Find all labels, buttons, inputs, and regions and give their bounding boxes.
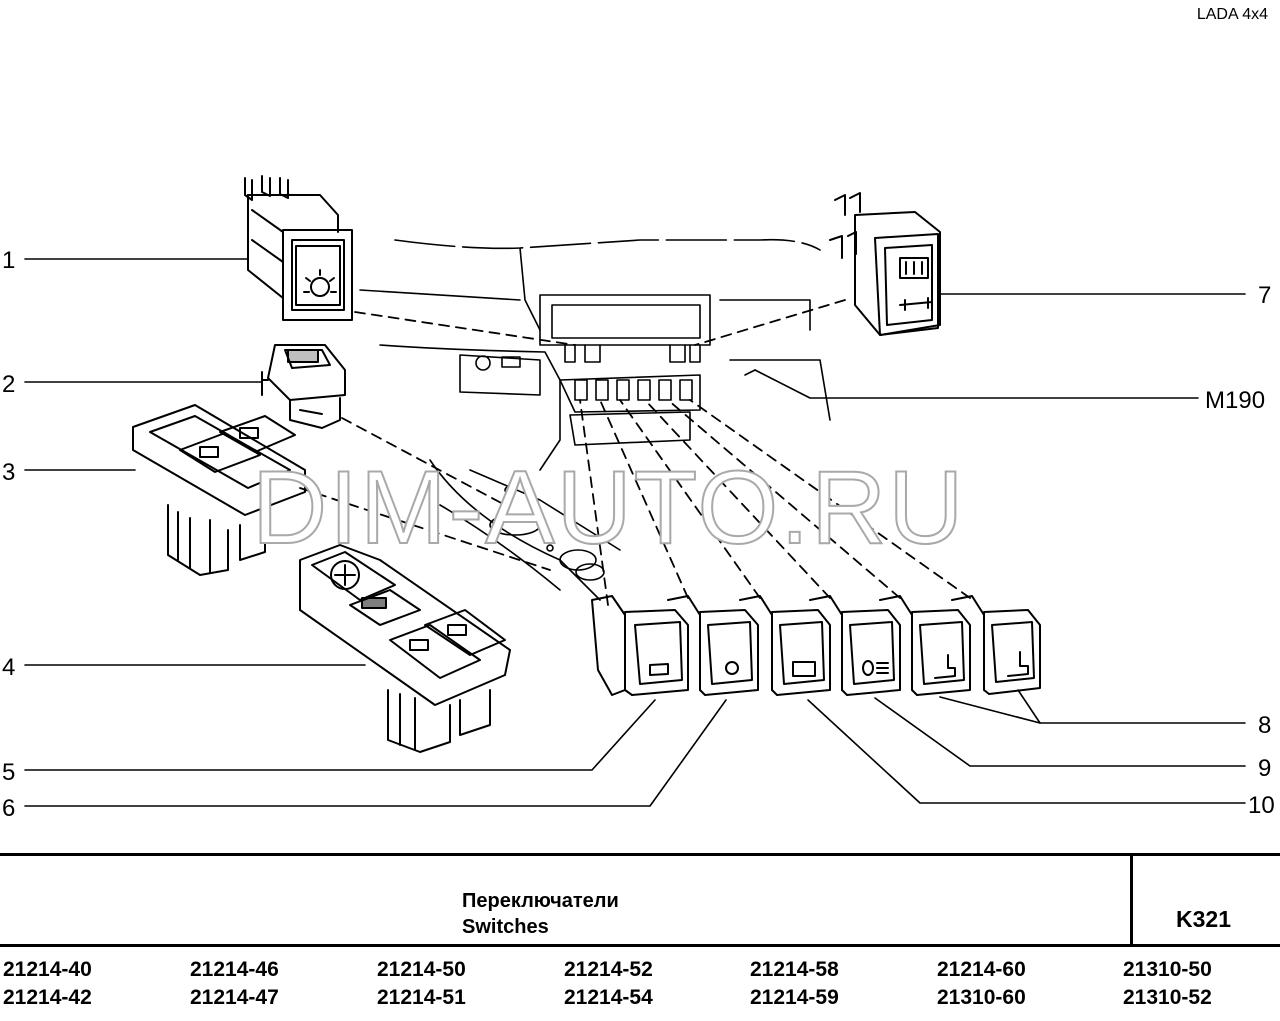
rocker-switch-row [591, 595, 1041, 696]
model-code: 21214-51 [377, 986, 466, 1009]
dashed-leaders [299, 299, 971, 606]
dashboard-outline [359, 238, 831, 601]
code-cell: K321 [1136, 856, 1280, 944]
model-code: 21214-54 [564, 986, 653, 1009]
callout-leaders [24, 258, 1246, 807]
callout-7: 7 [1258, 282, 1271, 309]
callout-8: 8 [1258, 712, 1271, 739]
rocker-switch-3 [739, 595, 831, 696]
model-code: 21310-60 [937, 986, 1026, 1009]
model-code: 21310-52 [1123, 986, 1212, 1009]
model-code: 21310-50 [1123, 958, 1212, 981]
callout-4: 4 [2, 654, 15, 681]
model-code: 21214-52 [564, 958, 653, 981]
callout-2: 2 [2, 371, 15, 398]
model-code: 21214-58 [750, 958, 839, 981]
rocker-switch-6 [951, 595, 1041, 695]
switch-2-window [261, 344, 346, 429]
rocker-switch-4 [809, 595, 901, 696]
title-russian: Переключатели [462, 890, 619, 912]
model-code: 21214-50 [377, 958, 466, 981]
title-english: Switches [462, 916, 549, 938]
model-code: 21214-60 [937, 958, 1026, 981]
switches-diagram: DIM-AUTO.RU 1 2 3 4 5 6 7 M190 8 9 10 [2, 175, 1275, 822]
switch-1-light [244, 175, 353, 321]
model-code: 21214-42 [3, 986, 92, 1009]
callout-3: 3 [2, 459, 15, 486]
model-code: 21214-59 [750, 986, 839, 1009]
rocker-switch-2 [667, 595, 759, 696]
model-code: 21214-46 [190, 958, 279, 981]
title-block: Переключатели Switches K321 [0, 853, 1280, 947]
rocker-switch-5 [879, 595, 971, 696]
rocker-switch-1 [591, 595, 689, 696]
callout-1: 1 [2, 247, 15, 274]
switch-3-window-block [132, 404, 306, 576]
callout-9: 9 [1258, 755, 1271, 782]
callout-6: 6 [2, 795, 15, 822]
title-cell: Переключатели Switches [0, 856, 1133, 944]
model-code: 21214-40 [3, 958, 92, 981]
callout-10: 10 [1248, 792, 1275, 819]
callout-m190: M190 [1205, 387, 1265, 414]
model-code: 21214-47 [190, 986, 279, 1009]
callout-5: 5 [2, 759, 15, 786]
watermark: DIM-AUTO.RU [252, 450, 965, 566]
switch-4-door-unit [299, 544, 511, 753]
brand-label: LADA 4x4 [1196, 6, 1268, 23]
catalog-code: K321 [1176, 906, 1231, 932]
model-list: 21214-40 21214-42 21214-46 21214-47 2121… [0, 958, 1280, 1018]
switch-7-rear-defrost [829, 192, 941, 336]
